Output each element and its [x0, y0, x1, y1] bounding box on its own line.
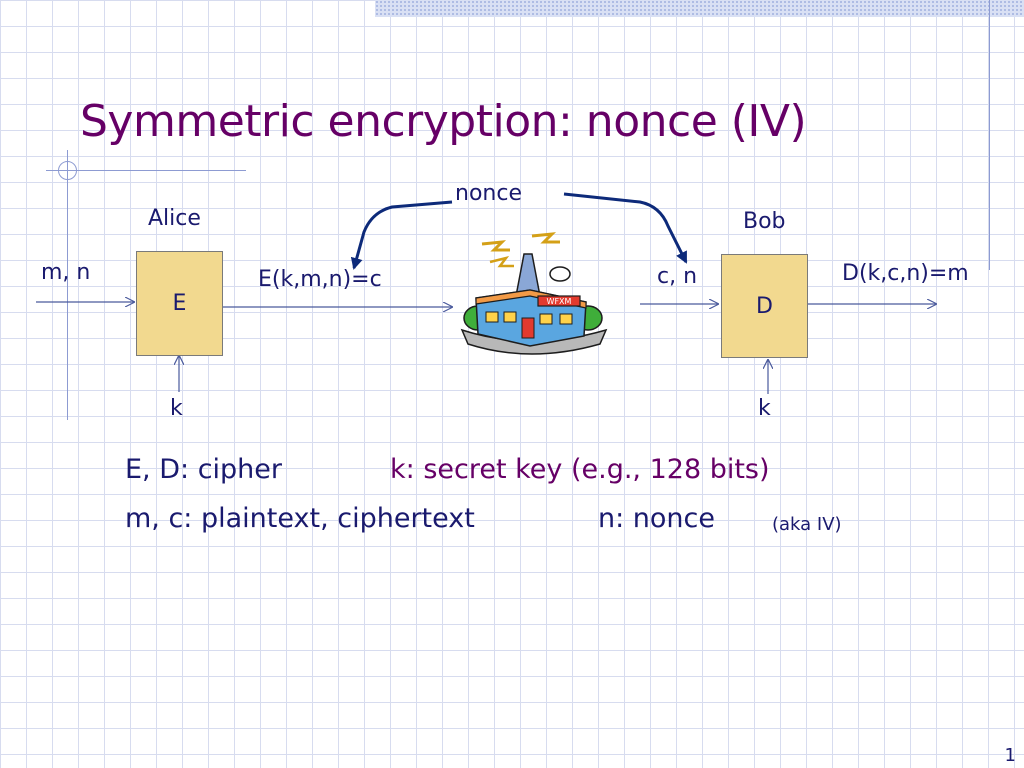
decrypt-output-expression: D(k,c,n)=m [842, 261, 969, 286]
encrypt-box: E [136, 251, 223, 356]
input-label: m, n [41, 260, 91, 285]
bob-input-label: c, n [657, 264, 698, 289]
page-number: 1 [1004, 745, 1016, 766]
radio-station-icon: WFXM [460, 232, 608, 355]
decrypt-box-label: D [756, 293, 773, 319]
encrypt-box-label: E [172, 291, 187, 316]
bob-key-label: k [758, 396, 771, 421]
legend-nonce: n: nonce [598, 503, 715, 534]
right-decor-rule [989, 0, 990, 270]
legend-aka-iv: (aka IV) [772, 514, 842, 535]
legend-plaintext-ciphertext: m, c: plaintext, ciphertext [125, 503, 475, 534]
svg-text:WFXM: WFXM [547, 297, 572, 306]
rule-circle [58, 161, 77, 180]
legend-cipher: E, D: cipher [125, 454, 283, 485]
alice-label: Alice [148, 206, 201, 231]
legend-secret-key: k: secret key (e.g., 128 bits) [390, 454, 770, 485]
left-rule [67, 150, 68, 420]
title-rule [46, 170, 246, 171]
arrow-nonce-to-bob [563, 192, 688, 264]
ciphertext-expression: E(k,m,n)=c [258, 267, 382, 292]
arrow-nonce-to-alice [350, 200, 453, 270]
decrypt-box: D [721, 254, 808, 358]
alice-key-label: k [170, 396, 183, 421]
bob-label: Bob [743, 209, 786, 234]
slide-title: Symmetric encryption: nonce (IV) [80, 96, 807, 147]
top-decor-band [375, 0, 1024, 17]
nonce-label: nonce [455, 181, 522, 206]
